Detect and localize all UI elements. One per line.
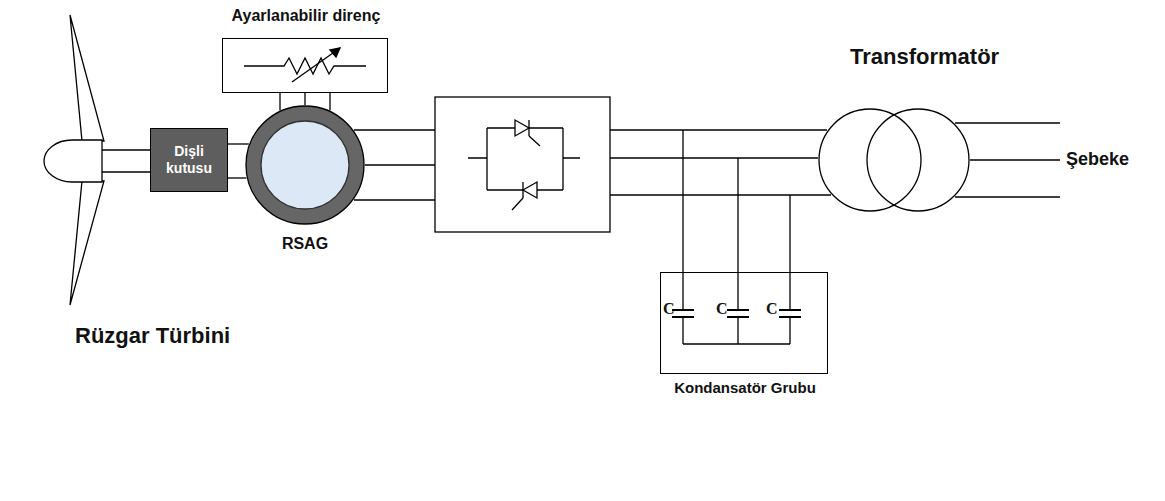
gearbox: Dişli kutusu	[150, 128, 228, 192]
turbine-blade	[70, 181, 104, 305]
wire	[970, 159, 1060, 160]
turbine-blade	[70, 15, 104, 141]
shaft	[102, 171, 150, 172]
resistor-box: Ayarlanabilir direnç	[222, 38, 388, 93]
wire	[610, 129, 827, 130]
converter-box	[435, 97, 610, 232]
node-text: Dişli kutusu	[154, 143, 224, 178]
node-text: Kondansatör Grubu	[674, 379, 816, 396]
turbine-label: Rüzgar Türbini	[75, 323, 230, 349]
node-text: RSAG	[282, 235, 328, 253]
capacitor-label: C	[663, 300, 675, 318]
wire	[354, 199, 435, 200]
node-text: Ayarlanabilir direnç	[232, 7, 381, 25]
wire	[789, 195, 790, 272]
transformer-symbol	[818, 108, 970, 212]
wire	[737, 158, 738, 272]
capacitor-label: C	[766, 300, 778, 318]
transformer: Transformatör	[818, 108, 970, 212]
wire	[365, 164, 435, 165]
wire	[354, 129, 435, 130]
wire	[610, 194, 831, 195]
wire	[682, 130, 683, 272]
wire	[610, 157, 818, 158]
wire	[955, 122, 1060, 123]
thyristor-symbol	[468, 120, 580, 210]
generator-symbol	[245, 105, 365, 225]
shaft	[102, 149, 150, 150]
resistor-symbol	[222, 38, 388, 93]
capacitor-group: Kondansatör Grubu	[660, 272, 828, 374]
node-text: Transformatör	[850, 44, 999, 70]
capacitor-label: C	[716, 300, 728, 318]
generator: RSAG	[245, 105, 365, 225]
capacitors-symbol	[660, 272, 828, 374]
turbine-hub	[44, 140, 102, 182]
grid-label: Şebeke	[1066, 149, 1129, 170]
wire	[955, 196, 1060, 197]
